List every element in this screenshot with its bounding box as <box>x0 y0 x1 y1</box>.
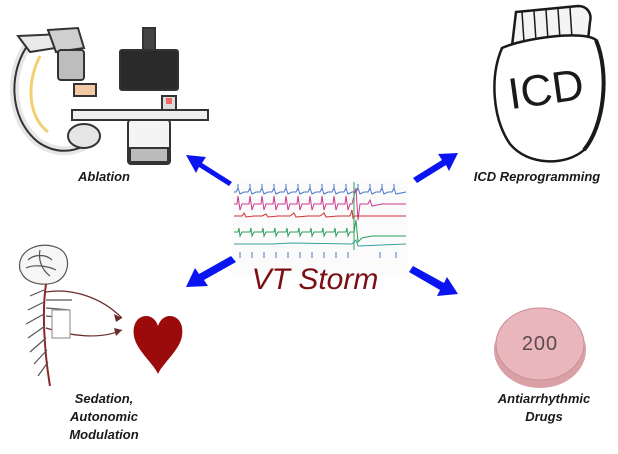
ecg-lead-teal <box>234 239 407 247</box>
label-sedation-line: Sedation, <box>74 391 134 406</box>
ecg-strip-icon <box>232 180 408 276</box>
pill-text: 200 <box>522 333 558 355</box>
ablation-lab-icon <box>10 26 209 165</box>
ecg-bottom-markers <box>239 252 397 258</box>
label-sedation-line: Autonomic <box>70 409 138 424</box>
ecg-lead-red <box>234 209 406 220</box>
nervous-system-icon <box>19 244 123 387</box>
icd-device-text: ICD <box>505 60 587 119</box>
ecg-background <box>232 180 408 276</box>
icd-device-icon: ICD <box>493 4 606 163</box>
arrow-to-icd <box>413 153 458 183</box>
center-title: VT Storm <box>251 263 379 296</box>
label-icd-reprogramming: ICD Reprogramming <box>473 169 601 184</box>
pill-icon: 200 <box>494 307 586 388</box>
arrow-to-ablation <box>186 155 232 186</box>
heart-icon <box>133 316 183 374</box>
label-sedation-autonomic-modulation: Sedation, Autonomic Modulation <box>56 390 152 444</box>
label-sedation-line: Modulation <box>69 427 139 442</box>
ecg-lead-blue <box>234 186 407 195</box>
label-drugs-line: Drugs <box>525 409 563 424</box>
arrow-to-sedation <box>186 256 236 287</box>
label-drugs-line: Antiarrhythmic <box>497 391 591 406</box>
label-antiarrhythmic-drugs: Antiarrhythmic Drugs <box>484 390 604 426</box>
ecg-lead-pink <box>234 187 406 221</box>
arrow-icon <box>186 153 458 296</box>
arrow-to-drugs <box>409 266 458 296</box>
ecg-lead-green <box>234 219 406 244</box>
label-ablation: Ablation <box>78 169 130 184</box>
